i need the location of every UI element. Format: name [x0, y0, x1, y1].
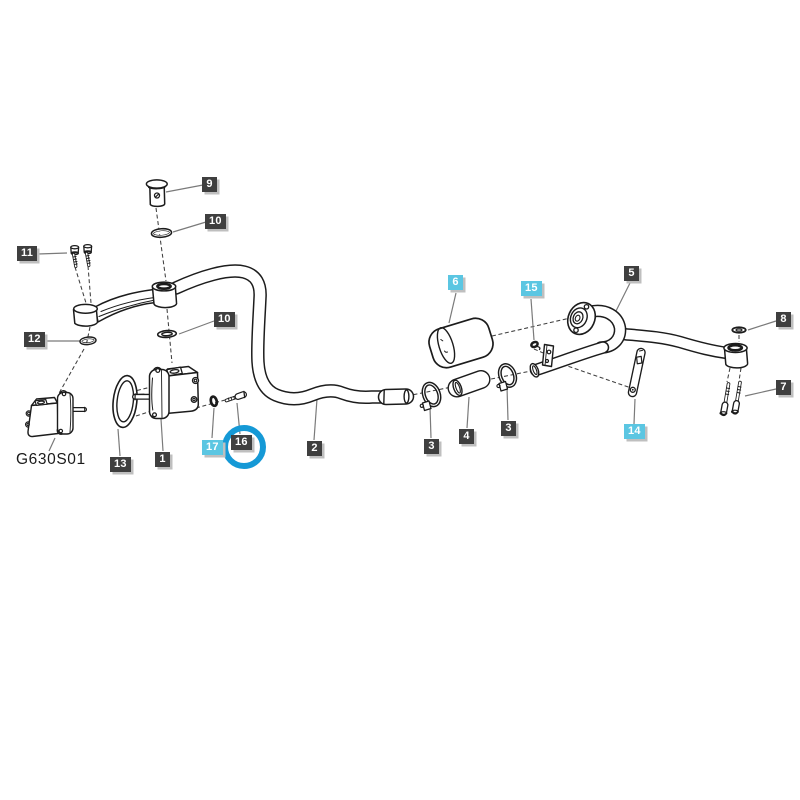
callout-3a[interactable]: 3: [424, 439, 439, 454]
callout-15[interactable]: 15: [521, 281, 542, 296]
o-ring-left: [79, 336, 97, 346]
callout-5[interactable]: 5: [624, 266, 639, 281]
washer: [731, 326, 747, 334]
callout-7[interactable]: 7: [776, 380, 791, 395]
callout-17[interactable]: 17: [202, 440, 223, 455]
callout-6[interactable]: 6: [448, 275, 463, 290]
callout-12[interactable]: 12: [24, 332, 45, 347]
bolt-pair: [70, 242, 94, 269]
strainer-cylinder: [428, 317, 494, 369]
small-o-ring: [209, 395, 219, 408]
connector-tube: [447, 370, 491, 398]
o-ring-lower: [156, 329, 178, 339]
callout-10b[interactable]: 10: [214, 312, 235, 327]
callout-4[interactable]: 4: [459, 429, 474, 444]
clip: [530, 340, 541, 351]
callout-8[interactable]: 8: [776, 312, 791, 327]
suction-pipe: [529, 301, 734, 378]
callout-9[interactable]: 9: [202, 177, 217, 192]
callout-11[interactable]: 11: [17, 246, 38, 261]
callout-3b[interactable]: 3: [501, 421, 516, 436]
callout-14[interactable]: 14: [624, 424, 645, 439]
gasket: [112, 374, 138, 429]
strip-bracket: [627, 347, 646, 398]
highlight-circle: [221, 424, 266, 469]
callout-13[interactable]: 13: [110, 457, 131, 472]
pin-bolt: [145, 179, 168, 208]
hose-clamp-right: [496, 363, 518, 392]
pipe-mount-boss: [723, 342, 749, 369]
callout-2[interactable]: 2: [307, 441, 322, 456]
support-bracket-arm: [72, 281, 178, 327]
hydraulic-pump: [132, 365, 200, 420]
callout-10a[interactable]: 10: [205, 214, 226, 229]
mount-bolt-pair: [719, 383, 741, 415]
hose-clamp-left: [419, 381, 442, 412]
small-bolt: [224, 390, 247, 403]
callout-1[interactable]: 1: [155, 452, 170, 467]
product-code-label: G630S01: [16, 451, 86, 468]
main-bent-pipe: [169, 264, 415, 406]
callout-16[interactable]: 16: [231, 435, 252, 450]
alternate-pump: [25, 390, 87, 438]
leader-lines: [37, 184, 777, 457]
o-ring-upper: [150, 227, 173, 239]
